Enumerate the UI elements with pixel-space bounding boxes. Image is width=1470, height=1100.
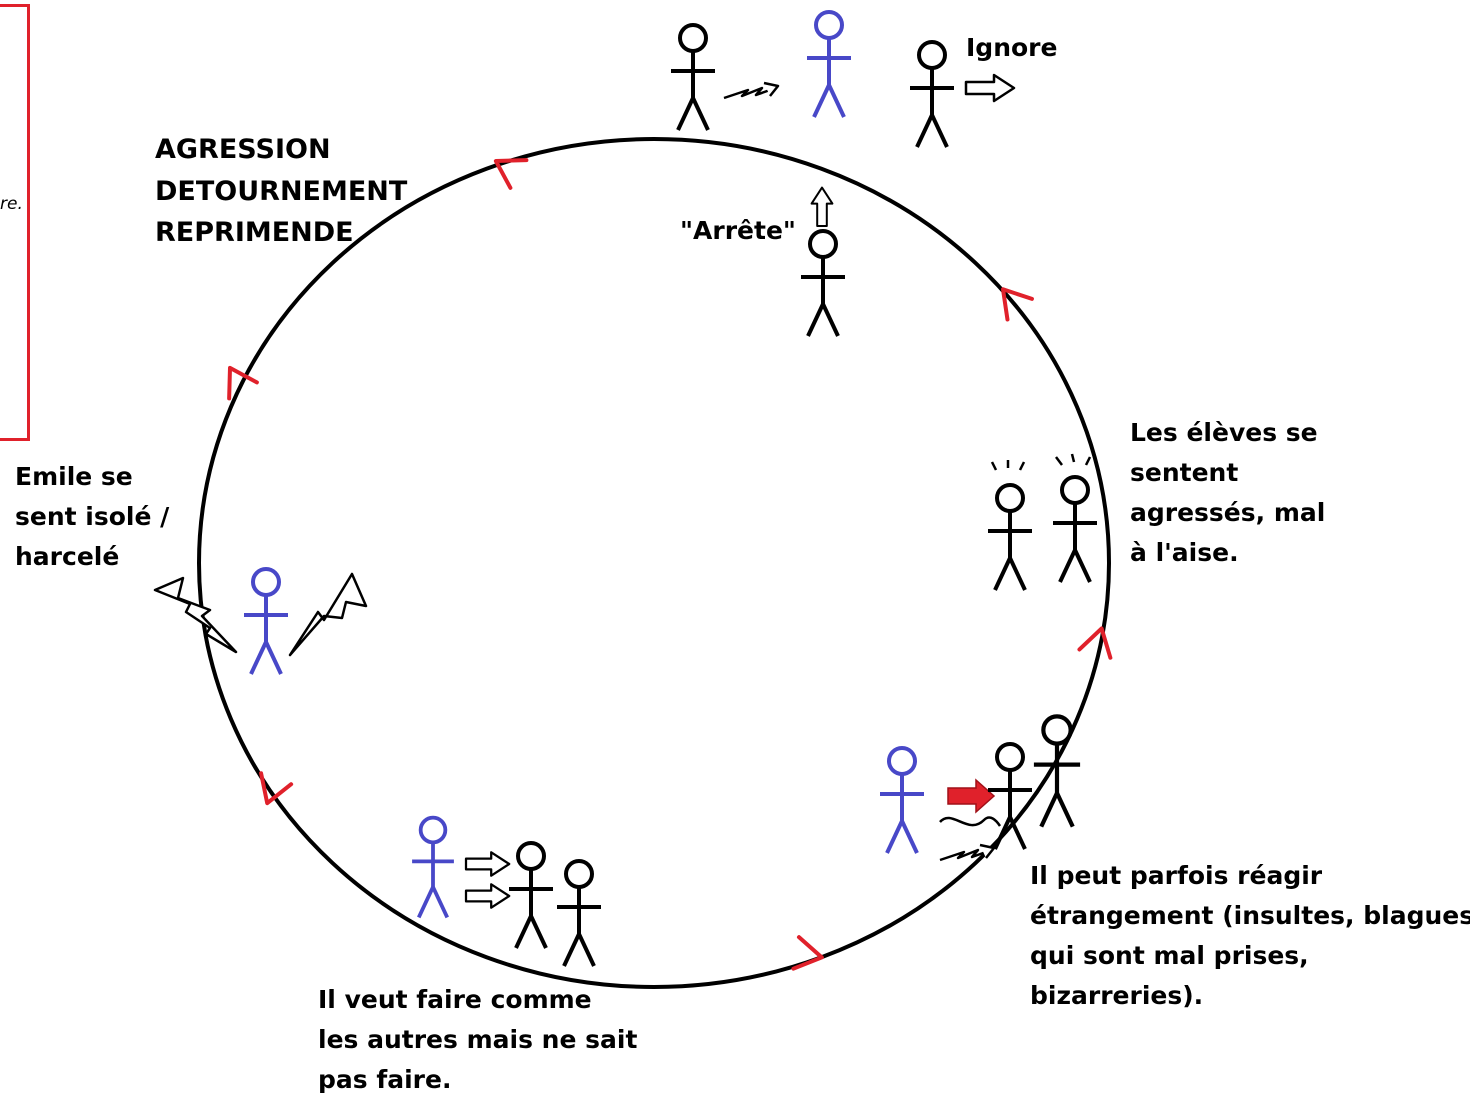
stick-figure	[799, 229, 847, 338]
stick-figure	[669, 23, 717, 132]
label-detournement: DETOURNEMENT	[155, 176, 408, 207]
label-reagir-1: Il peut parfois réagir	[1030, 861, 1323, 890]
lightning-icon	[722, 81, 780, 100]
stick-figure	[1051, 475, 1099, 584]
stick-figure	[908, 40, 956, 149]
label-veut-2: les autres mais ne sait	[318, 1025, 638, 1054]
stick-figure	[1034, 716, 1080, 826]
cut-off-text: re.	[0, 194, 23, 214]
stick-figure	[507, 841, 555, 950]
label-agression: AGRESSION	[155, 134, 331, 165]
emile-figure	[805, 10, 853, 119]
label-eleves-3: agressés, mal	[1130, 498, 1326, 527]
label-emile-2: sent isolé /	[15, 502, 170, 531]
stick-figure	[555, 859, 603, 968]
label-veut-3: pas faire.	[318, 1065, 452, 1094]
label-reagir-3: qui sont mal prises,	[1030, 941, 1309, 970]
label-eleves-4: à l'aise.	[1130, 538, 1239, 567]
emile-figure	[242, 567, 290, 676]
label-ignore: Ignore	[966, 33, 1058, 62]
label-reagir-2: étrangement (insultes, blagues	[1030, 901, 1470, 930]
wave-icon	[939, 816, 1002, 827]
stress-lines-icon	[990, 453, 1092, 471]
lightning-icon	[938, 843, 996, 862]
outline-arrow-icon	[810, 186, 834, 228]
label-reagir-4: bizarreries).	[1030, 981, 1204, 1010]
emile-figure	[410, 815, 456, 920]
red-arrow-icon	[947, 778, 996, 814]
lightning-icon	[288, 572, 368, 657]
outline-arrow-icon	[464, 883, 511, 909]
outline-arrow-icon	[464, 851, 511, 877]
label-eleves-1: Les élèves se	[1130, 418, 1318, 447]
label-eleves-2: sentent	[1130, 458, 1239, 487]
label-veut-1: Il veut faire comme	[318, 985, 592, 1014]
outline-arrow-icon	[964, 73, 1016, 103]
label-reprimende: REPRIMENDE	[155, 217, 354, 248]
label-arrete: "Arrête"	[680, 216, 796, 245]
red-frame	[0, 4, 30, 441]
direction-chevron-icon	[791, 935, 827, 976]
stick-figure	[986, 742, 1034, 851]
emile-figure	[878, 746, 926, 855]
label-emile-3: harcelé	[15, 542, 120, 571]
cycle-ring	[197, 137, 1111, 989]
label-emile-1: Emile se	[15, 462, 133, 491]
lightning-icon	[153, 576, 238, 654]
stick-figure	[986, 483, 1034, 592]
